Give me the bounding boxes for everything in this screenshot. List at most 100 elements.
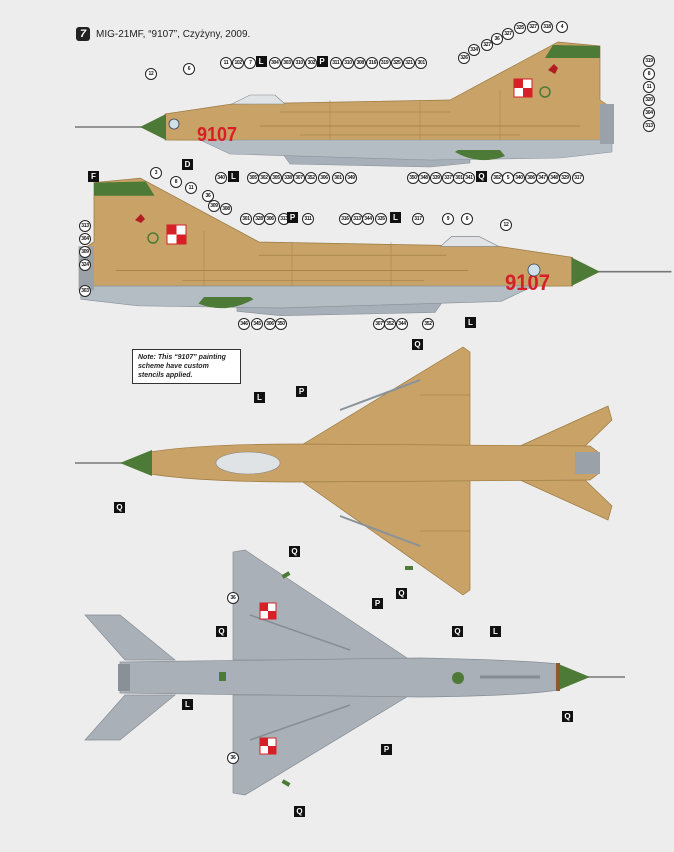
polish-roundel	[513, 78, 533, 98]
paint-color-key-l: L	[255, 56, 267, 67]
decal-callout: 326	[458, 52, 470, 64]
decal-callout: 7	[244, 57, 257, 69]
side-view-left-profile: 9107	[74, 41, 615, 168]
paint-color-key-p: P	[316, 56, 328, 67]
nose-badge	[527, 263, 541, 277]
decal-callout: 352	[305, 172, 317, 184]
profile-title: MIG-21MF, “9107”, Czyżyny, 2009.	[96, 28, 251, 40]
paint-color-key-q: Q	[294, 806, 305, 817]
registration-number: 9107	[505, 270, 550, 295]
decal-callout: 8	[170, 176, 182, 188]
paint-color-key-q: Q	[562, 711, 573, 722]
stencil-note: Note: This “9107” painting scheme have c…	[132, 349, 241, 384]
paint-color-key-f: F	[88, 171, 99, 182]
decal-callout: 334	[468, 44, 480, 56]
decal-callout: 313	[643, 120, 655, 132]
paint-color-key-q: Q	[289, 546, 300, 557]
decal-callout: 313	[351, 213, 363, 225]
decal-callout: 306	[264, 213, 276, 225]
decal-callout: 320	[643, 94, 655, 106]
decal-callout: 3	[150, 167, 162, 179]
decal-callout: 305	[270, 172, 282, 184]
polish-roundel	[259, 602, 277, 620]
decal-callout: 301	[240, 213, 252, 225]
decal-callout: 304	[643, 107, 655, 119]
decal-callout: 306	[318, 172, 330, 184]
unit-badge	[539, 86, 551, 98]
decal-callout: 313	[79, 220, 91, 232]
decal-callout: 310	[342, 57, 354, 69]
decal-callout: 350	[275, 318, 287, 330]
decal-callout: 302	[258, 172, 270, 184]
decal-callout: 307	[293, 172, 305, 184]
decal-callout: 308	[354, 57, 367, 69]
decal-callout: 310	[293, 57, 306, 69]
decal-callout: 335	[375, 213, 387, 225]
decal-callout: 339	[430, 172, 442, 184]
paint-color-key-q: Q	[114, 502, 125, 513]
top-view-profile	[75, 346, 613, 596]
paint-color-key-d: D	[182, 159, 193, 170]
decal-callout: 302	[305, 57, 318, 69]
decal-callout: 36	[202, 190, 214, 202]
decal-callout: 340	[215, 172, 227, 184]
paint-color-key-q: Q	[476, 171, 487, 182]
decal-callout: 36	[491, 33, 503, 45]
decal-callout: 316	[339, 213, 351, 225]
paint-color-key-q: Q	[216, 626, 227, 637]
decal-callout: 340	[513, 172, 525, 184]
paint-color-key-l: L	[490, 626, 501, 637]
decal-callout: 307	[373, 318, 385, 330]
decal-callout: 317	[572, 172, 584, 184]
paint-color-key-q: Q	[452, 626, 463, 637]
decal-callout: 36	[227, 592, 239, 604]
decal-callout: 12	[500, 219, 512, 231]
decal-callout: 6	[461, 213, 473, 225]
decal-callout: 301	[415, 57, 428, 69]
decal-callout: 11	[220, 57, 232, 69]
decal-callout: 324	[79, 259, 91, 271]
profile-header: 7 MIG-21MF, “9107”, Czyżyny, 2009.	[76, 27, 250, 41]
paint-color-key-l: L	[182, 699, 193, 710]
decal-callout: 344	[362, 213, 374, 225]
decal-callout: 321	[403, 57, 415, 69]
decal-callout: 102	[232, 57, 245, 69]
decal-callout: 12	[145, 68, 157, 80]
decal-callout: 6	[183, 63, 195, 75]
paint-color-key-p: P	[381, 744, 392, 755]
paint-color-key-p: P	[287, 212, 298, 223]
decal-callout: 329	[559, 172, 571, 184]
decal-callout: 349	[345, 172, 357, 184]
decal-callout: 345	[251, 318, 263, 330]
decal-callout: 9	[442, 213, 454, 225]
decal-callout: 325	[514, 22, 526, 34]
paint-color-key-q: Q	[412, 339, 423, 350]
bottom-view-profile	[84, 549, 625, 796]
decal-callout: 319	[378, 57, 391, 69]
decal-callout: 306	[525, 172, 537, 184]
decal-callout: 317	[412, 213, 424, 225]
tail-emblem	[548, 64, 558, 74]
paint-color-key-l: L	[254, 392, 265, 403]
paint-color-key-l: L	[390, 212, 401, 223]
decal-callout: 327	[527, 21, 539, 33]
decal-callout: 347	[536, 172, 548, 184]
decal-callout: 311	[302, 213, 314, 225]
decal-callout: 344	[396, 318, 408, 330]
decal-callout: 341	[463, 172, 475, 184]
decal-callout: 303	[281, 57, 293, 69]
decal-callout: 308	[220, 203, 232, 215]
decal-callout: 301	[332, 172, 344, 184]
nose-badge	[168, 118, 180, 130]
decal-callout: 36	[227, 752, 239, 764]
decal-callout: 316	[366, 57, 379, 69]
unit-badge	[147, 232, 159, 244]
decal-callout: 11	[185, 182, 197, 194]
decal-callout: 4	[556, 21, 568, 33]
paint-color-key-p: P	[372, 598, 383, 609]
decal-callout: 304	[268, 57, 281, 69]
side-view-right-profile: 9107	[77, 177, 673, 317]
decal-callout: 301	[453, 172, 465, 184]
decal-callout: 346	[238, 318, 250, 330]
